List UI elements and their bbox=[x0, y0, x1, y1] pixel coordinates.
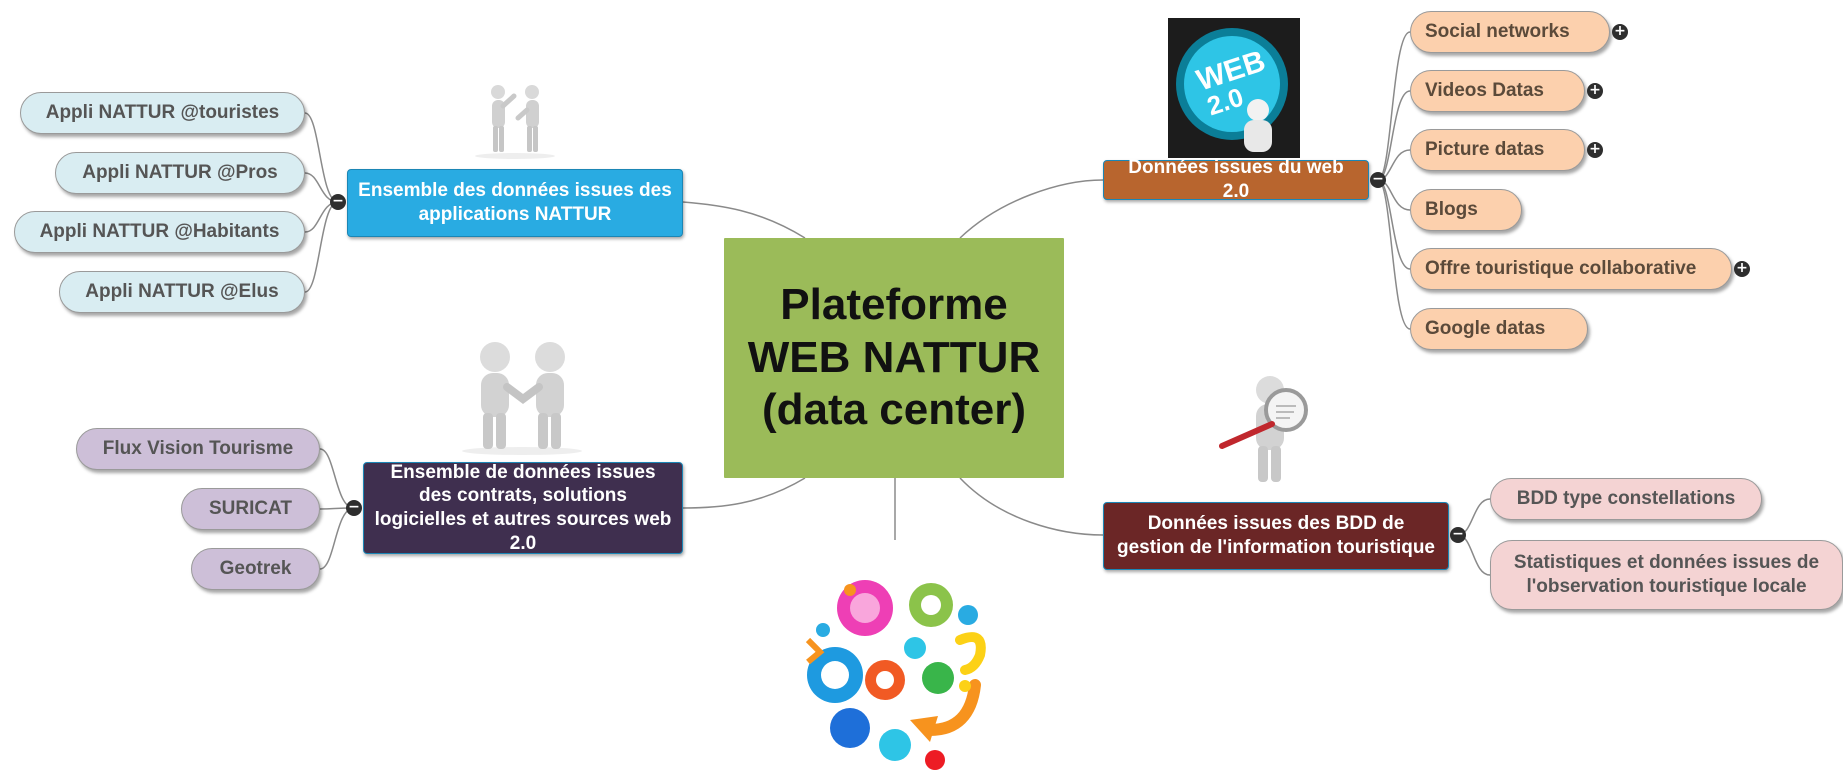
central-topic[interactable]: Plateforme WEB NATTUR (data center) bbox=[724, 238, 1064, 478]
leaf-social-networks[interactable]: Social networks bbox=[1410, 11, 1610, 53]
leaf-appli-pros-label: Appli NATTUR @Pros bbox=[82, 162, 278, 184]
leaf-videos-datas[interactable]: Videos Datas bbox=[1410, 70, 1585, 112]
branch-web2-label: Données issues du web 2.0 bbox=[1128, 157, 1344, 202]
leaf-flux-vision[interactable]: Flux Vision Tourisme bbox=[76, 428, 320, 470]
branch-web2[interactable]: Données issues du web 2.0 bbox=[1103, 157, 1369, 202]
leaf-blogs[interactable]: Blogs bbox=[1410, 189, 1522, 231]
magnifier-person-icon bbox=[1219, 376, 1308, 482]
central-topic-line-2: WEB NATTUR bbox=[747, 332, 1041, 382]
leaf-bdd-constellations[interactable]: BDD type constellations bbox=[1490, 478, 1762, 520]
central-topic-line-1: Plateforme bbox=[780, 279, 1008, 329]
leaf-suricat[interactable]: SURICAT bbox=[181, 488, 320, 530]
expand-toggle-picture-datas[interactable]: + bbox=[1587, 142, 1603, 158]
people-talking-icon bbox=[475, 85, 555, 159]
collapse-toggle-bdd[interactable]: − bbox=[1450, 527, 1466, 543]
branch-bdd[interactable]: Données issues des BDD de gestion de l'i… bbox=[1103, 502, 1449, 570]
branch-apps-nattur-label: Ensemble des données issues des applicat… bbox=[358, 180, 672, 225]
leaf-suricat-label: SURICAT bbox=[208, 498, 293, 520]
handshake-icon bbox=[462, 342, 582, 455]
collapse-toggle-web2[interactable]: − bbox=[1370, 172, 1386, 188]
expand-toggle-videos-datas[interactable]: + bbox=[1587, 83, 1603, 99]
branch-bdd-label: Données issues des BDD de gestion de l'i… bbox=[1116, 513, 1436, 558]
leaf-offre-touristique-label: Offre touristique collaborative bbox=[1425, 258, 1697, 280]
leaf-picture-datas-label: Picture datas bbox=[1425, 139, 1545, 161]
leaf-bdd-constellations-label: BDD type constellations bbox=[1516, 488, 1736, 510]
leaf-google-datas[interactable]: Google datas bbox=[1410, 308, 1588, 350]
branch-contracts-label: Ensemble de données issues des contrats,… bbox=[374, 461, 672, 554]
expand-toggle-offre-touristique[interactable]: + bbox=[1734, 261, 1750, 277]
leaf-statistiques[interactable]: Statistiques et données issues de l'obse… bbox=[1490, 540, 1843, 610]
leaf-picture-datas[interactable]: Picture datas bbox=[1410, 129, 1585, 171]
branch-apps-nattur[interactable]: Ensemble des données issues des applicat… bbox=[347, 169, 683, 237]
leaf-appli-elus-label: Appli NATTUR @Elus bbox=[85, 281, 279, 303]
collapse-toggle-apps[interactable]: − bbox=[330, 194, 346, 210]
leaf-social-networks-label: Social networks bbox=[1425, 21, 1570, 43]
leaf-blogs-label: Blogs bbox=[1425, 199, 1478, 221]
leaf-offre-touristique[interactable]: Offre touristique collaborative bbox=[1410, 248, 1732, 290]
collapse-toggle-contracts[interactable]: − bbox=[346, 500, 362, 516]
leaf-statistiques-label: Statistiques et données issues de l'obse… bbox=[1513, 552, 1820, 597]
leaf-appli-pros[interactable]: Appli NATTUR @Pros bbox=[55, 152, 305, 194]
leaf-google-datas-label: Google datas bbox=[1425, 318, 1546, 340]
leaf-appli-habitants-label: Appli NATTUR @Habitants bbox=[39, 221, 280, 243]
central-topic-line-3: (data center) bbox=[761, 385, 1027, 435]
web-2-button-icon: WEB 2.0 bbox=[1168, 18, 1300, 158]
leaf-geotrek-label: Geotrek bbox=[219, 558, 292, 580]
expand-toggle-social-networks[interactable]: + bbox=[1612, 24, 1628, 40]
leaf-geotrek[interactable]: Geotrek bbox=[191, 548, 320, 590]
leaf-appli-habitants[interactable]: Appli NATTUR @Habitants bbox=[14, 211, 305, 253]
leaf-appli-touristes[interactable]: Appli NATTUR @touristes bbox=[20, 92, 305, 134]
leaf-appli-elus[interactable]: Appli NATTUR @Elus bbox=[59, 271, 305, 313]
branch-contracts[interactable]: Ensemble de données issues des contrats,… bbox=[363, 462, 683, 554]
gears-cogs-icon bbox=[805, 580, 986, 770]
leaf-appli-touristes-label: Appli NATTUR @touristes bbox=[45, 102, 280, 124]
leaf-videos-datas-label: Videos Datas bbox=[1425, 80, 1544, 102]
leaf-flux-vision-label: Flux Vision Tourisme bbox=[102, 438, 294, 460]
